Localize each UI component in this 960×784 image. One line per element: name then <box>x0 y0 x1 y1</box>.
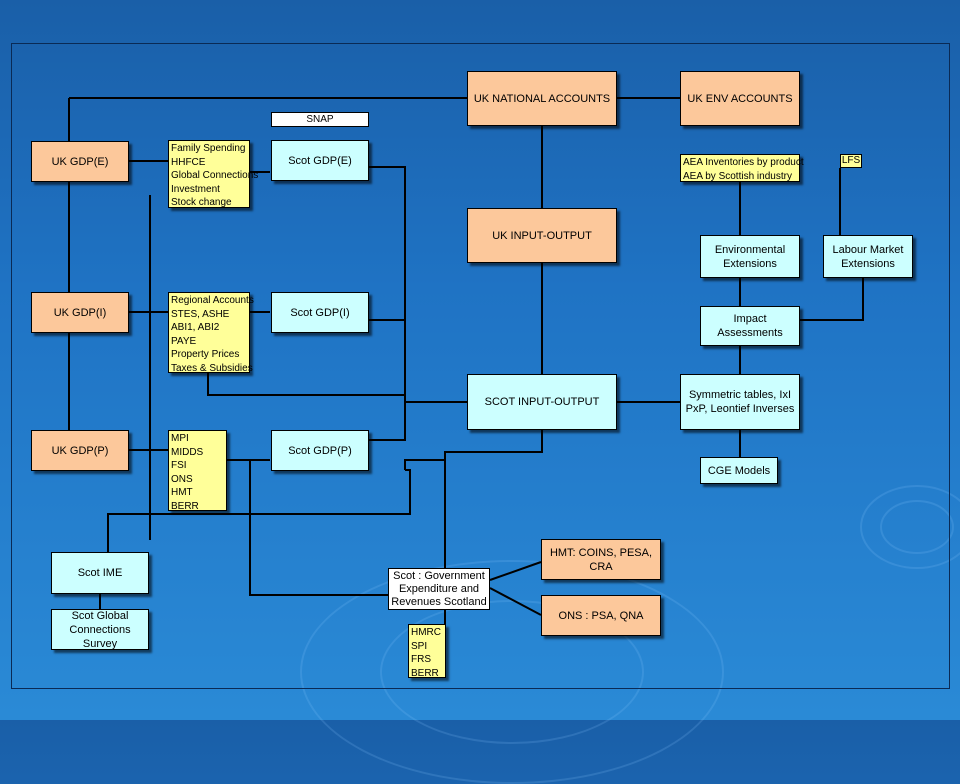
list-item: Regional Accounts <box>171 295 254 306</box>
uk-input-output-node: UK INPUT-OUTPUT <box>467 208 617 263</box>
list-item: AEA Inventories by product <box>683 157 804 168</box>
list-item: Property Prices <box>171 349 240 360</box>
water-ripple <box>860 485 960 569</box>
scot-gdp-e-node: Scot GDP(E) <box>271 140 369 181</box>
scot-gdp-p-node: Scot GDP(P) <box>271 430 369 471</box>
list-item: FSI <box>171 460 187 471</box>
lfs-node: LFS <box>840 154 862 168</box>
list-item: MPI <box>171 433 189 444</box>
hmt-coins-node: HMT: COINS, PESA, CRA <box>541 539 661 580</box>
scot-input-output-node: SCOT INPUT-OUTPUT <box>467 374 617 430</box>
production-source-list: MPI MIDDS FSI ONS HMT BERR <box>168 430 227 512</box>
impact-assessments-node: Impact Assessments <box>700 306 800 346</box>
list-item: HMRC <box>411 627 441 638</box>
snap-node: SNAP <box>271 112 369 127</box>
labour-market-extensions-node: Labour Market Extensions <box>823 235 913 278</box>
uk-national-accounts-node: UK NATIONAL ACCOUNTS <box>467 71 617 126</box>
list-item: Investment <box>171 183 220 195</box>
uk-gdp-e-node: UK GDP(E) <box>31 141 129 182</box>
uk-gdp-i-node: UK GDP(I) <box>31 292 129 333</box>
symmetric-tables-node: Symmetric tables, IxI PxP, Leontief Inve… <box>680 374 800 430</box>
list-item: PAYE <box>171 335 197 347</box>
list-item: MIDDS <box>171 446 204 458</box>
government-source-list: HMRC SPI FRS BERR <box>408 624 446 679</box>
environmental-extensions-node: Environmental Extensions <box>700 235 800 278</box>
list-item: Family Spending <box>171 143 246 154</box>
scot-gdp-i-node: Scot GDP(I) <box>271 292 369 333</box>
list-item: SPI <box>411 640 428 652</box>
list-item: ABI1, ABI2 <box>171 322 220 333</box>
list-item: BERR <box>171 500 199 512</box>
diagram-frame <box>11 43 950 689</box>
list-item: STES, ASHE <box>171 308 230 320</box>
list-item: FRS <box>411 654 431 665</box>
ons-psa-node: ONS : PSA, QNA <box>541 595 661 636</box>
list-item: Taxes & Subsidies <box>171 362 253 374</box>
scot-government-expenditure-node: Scot : Government Expenditure and Revenu… <box>388 568 490 610</box>
uk-env-accounts-node: UK ENV ACCOUNTS <box>680 71 800 126</box>
scot-ime-node: Scot IME <box>51 552 149 594</box>
list-item: Stock change <box>171 197 232 208</box>
list-item: BERR <box>411 667 439 679</box>
connector-lines <box>68 97 864 624</box>
cge-models-node: CGE Models <box>700 457 778 484</box>
scot-global-connections-survey-node: Scot Global Connections Survey <box>51 609 149 650</box>
list-item: ONS <box>171 473 193 485</box>
list-item: HMT <box>171 487 193 498</box>
list-item: AEA by Scottish industry <box>683 170 792 182</box>
list-item: HHFCE <box>171 156 206 168</box>
list-item: Global Connections <box>171 170 259 181</box>
uk-gdp-p-node: UK GDP(P) <box>31 430 129 471</box>
